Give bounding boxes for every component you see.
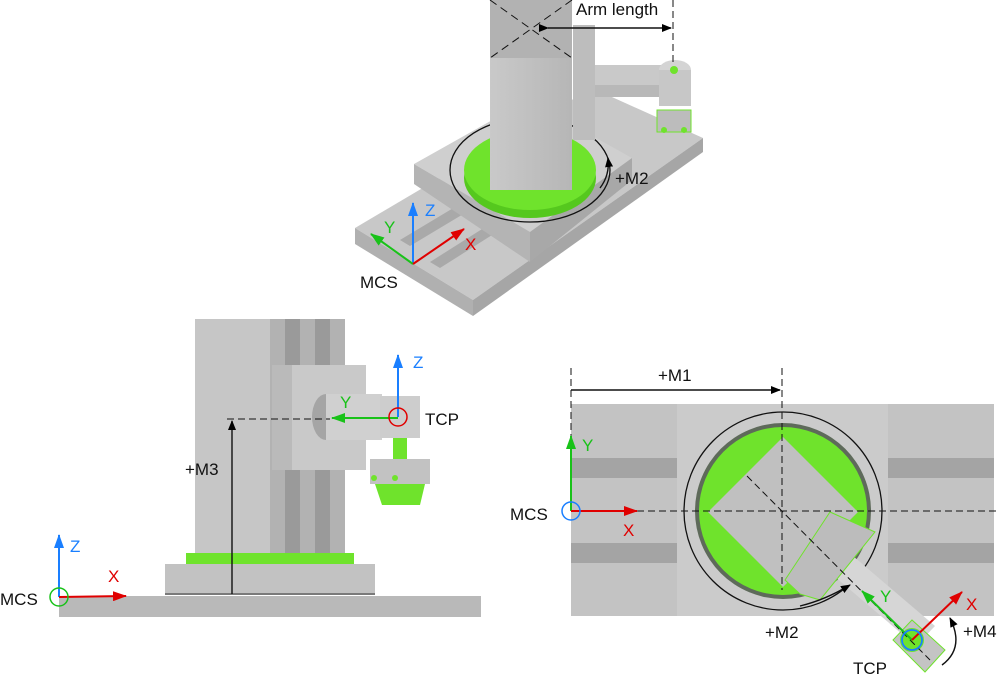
pedestal (165, 564, 375, 595)
carriage-side (272, 365, 292, 470)
tcp-x-axis-label: X (966, 595, 977, 614)
tcp-y-axis-label: Y (880, 587, 891, 606)
green-shaft (393, 438, 407, 460)
gripper-pin (392, 475, 398, 481)
mcs-origin-marker (49, 587, 69, 607)
mcs-label: MCS (0, 590, 38, 609)
iso-view: Arm length +M2 Z Y X MCS (355, 0, 703, 316)
mcs-x-axis-label: X (623, 521, 634, 540)
arm-mount (784, 511, 876, 601)
gripper-pin (681, 127, 687, 133)
green-turntable (186, 553, 354, 564)
base-plate-side (355, 228, 473, 316)
side-view: +M3 Z Y TCP Z X MCS (0, 319, 481, 617)
m2-label: +M2 (615, 169, 649, 188)
z-axis-label: Z (425, 201, 435, 220)
gripper (656, 109, 692, 133)
x-axis-arrow (412, 228, 465, 265)
m4-label: +M4 (963, 622, 997, 641)
column-hidden-cross (489, 0, 573, 59)
y-axis-label: Y (384, 218, 395, 237)
tcp-z-axis-label: Z (413, 353, 423, 372)
joint-pin (670, 66, 678, 74)
m3-label: +M3 (185, 460, 219, 479)
m4-rotation-arrow (941, 617, 958, 666)
gripper-pin (371, 475, 377, 481)
mcs-x-axis-arrow (58, 591, 127, 602)
column (490, 58, 572, 190)
m2-rotation-arrow (799, 584, 851, 607)
tcp-origin-marker (388, 407, 408, 427)
y-axis-arrow (370, 233, 414, 265)
tcp-x-axis-arrow (911, 591, 963, 641)
rail-groove (571, 543, 677, 563)
rail-groove (888, 458, 994, 478)
tcp-origin-marker (901, 629, 923, 651)
floor (59, 596, 481, 617)
tcp-label: TCP (425, 410, 459, 429)
mcs-y-axis-label: Y (582, 436, 593, 455)
gripper-body (370, 459, 430, 484)
mcs-z-axis-label: Z (70, 537, 80, 556)
arm-mount (573, 25, 595, 140)
mcs-x-axis-label: X (108, 567, 119, 586)
rail-groove (888, 543, 994, 563)
m2-label: +M2 (765, 623, 799, 642)
mcs-label: MCS (510, 505, 548, 524)
mcs-label: MCS (360, 273, 398, 292)
m2-rotation-arrow (599, 157, 614, 189)
arm-joint-body (659, 70, 691, 106)
gripper-fingers (375, 484, 425, 505)
tcp-label: TCP (853, 659, 887, 678)
base-plate-front (473, 138, 703, 316)
carriage-side (414, 164, 530, 262)
mcs-origin-marker (561, 501, 581, 521)
top-view: +M1 +M2 +M4 Y X MCS Y X TCP (510, 366, 1000, 678)
tcp-y-axis-arrow (861, 590, 913, 641)
gripper-pin (661, 127, 667, 133)
arm-length-label: Arm length (576, 0, 658, 19)
tcp-y-axis-label: Y (340, 393, 351, 412)
rail-groove (571, 458, 677, 478)
x-axis-label: X (465, 235, 476, 254)
m1-label: +M1 (658, 366, 692, 385)
